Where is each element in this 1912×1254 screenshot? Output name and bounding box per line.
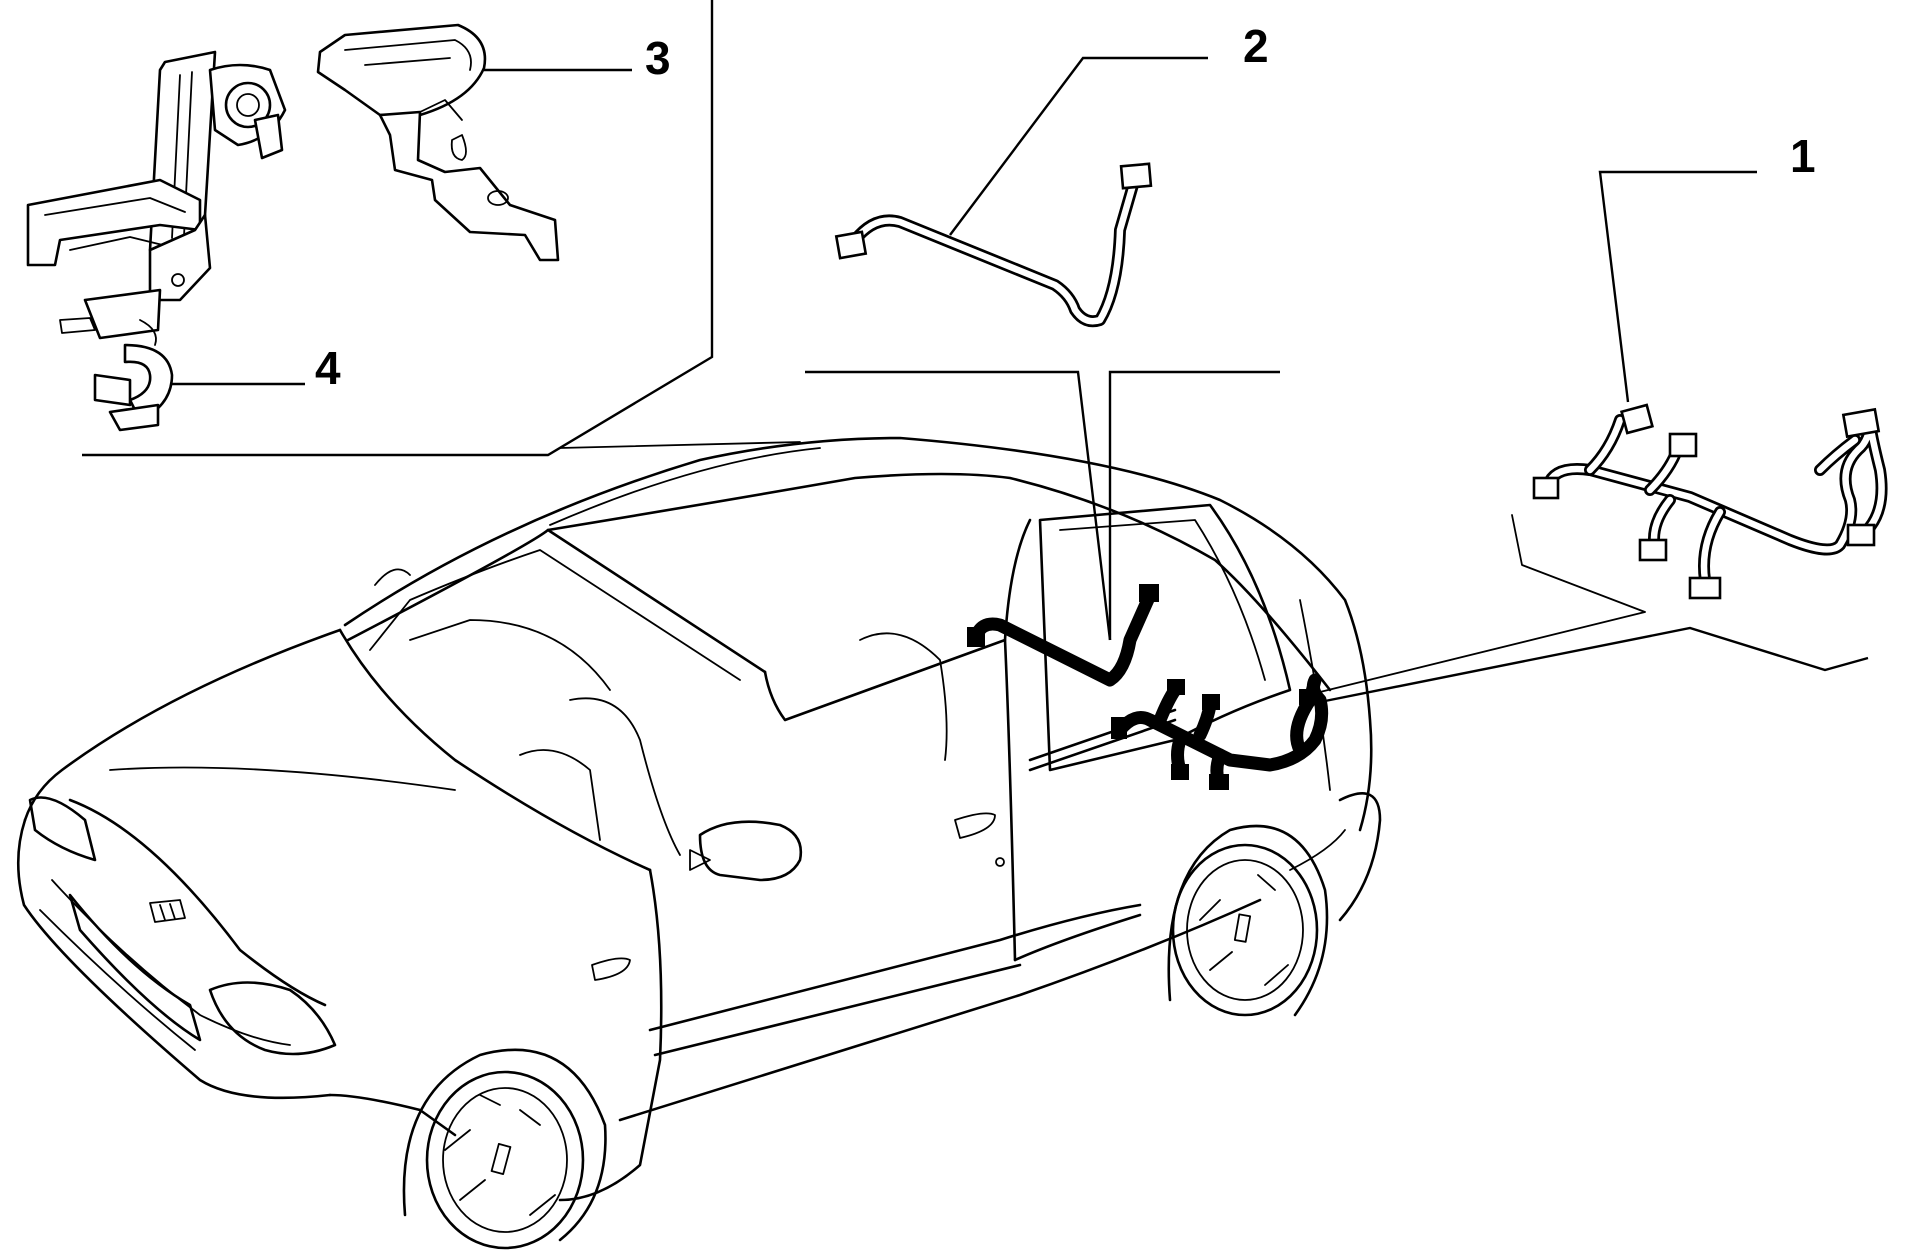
callout-3: 3 [645, 32, 671, 84]
installed-harness-1 [1111, 673, 1329, 790]
callout-1: 1 [1790, 130, 1816, 182]
part-2-harness [834, 162, 1153, 328]
callout-2: 2 [1243, 20, 1269, 72]
part-4-clip-bracket [26, 50, 287, 432]
front-wheel [402, 1048, 607, 1250]
car-body [16, 436, 1382, 1202]
inset-frame [82, 0, 714, 457]
rear-wheel [1167, 824, 1329, 1017]
part-1-pointer-lines [1319, 514, 1869, 704]
installed-harness-2 [967, 584, 1159, 687]
part-2-pointer-lines [805, 370, 1280, 641]
callout-4: 4 [315, 342, 341, 394]
part-1-harness [1532, 403, 1888, 600]
part-3-bracket [316, 23, 560, 262]
callout-2-leader [949, 56, 1208, 236]
callout-1-leader [1598, 170, 1757, 403]
